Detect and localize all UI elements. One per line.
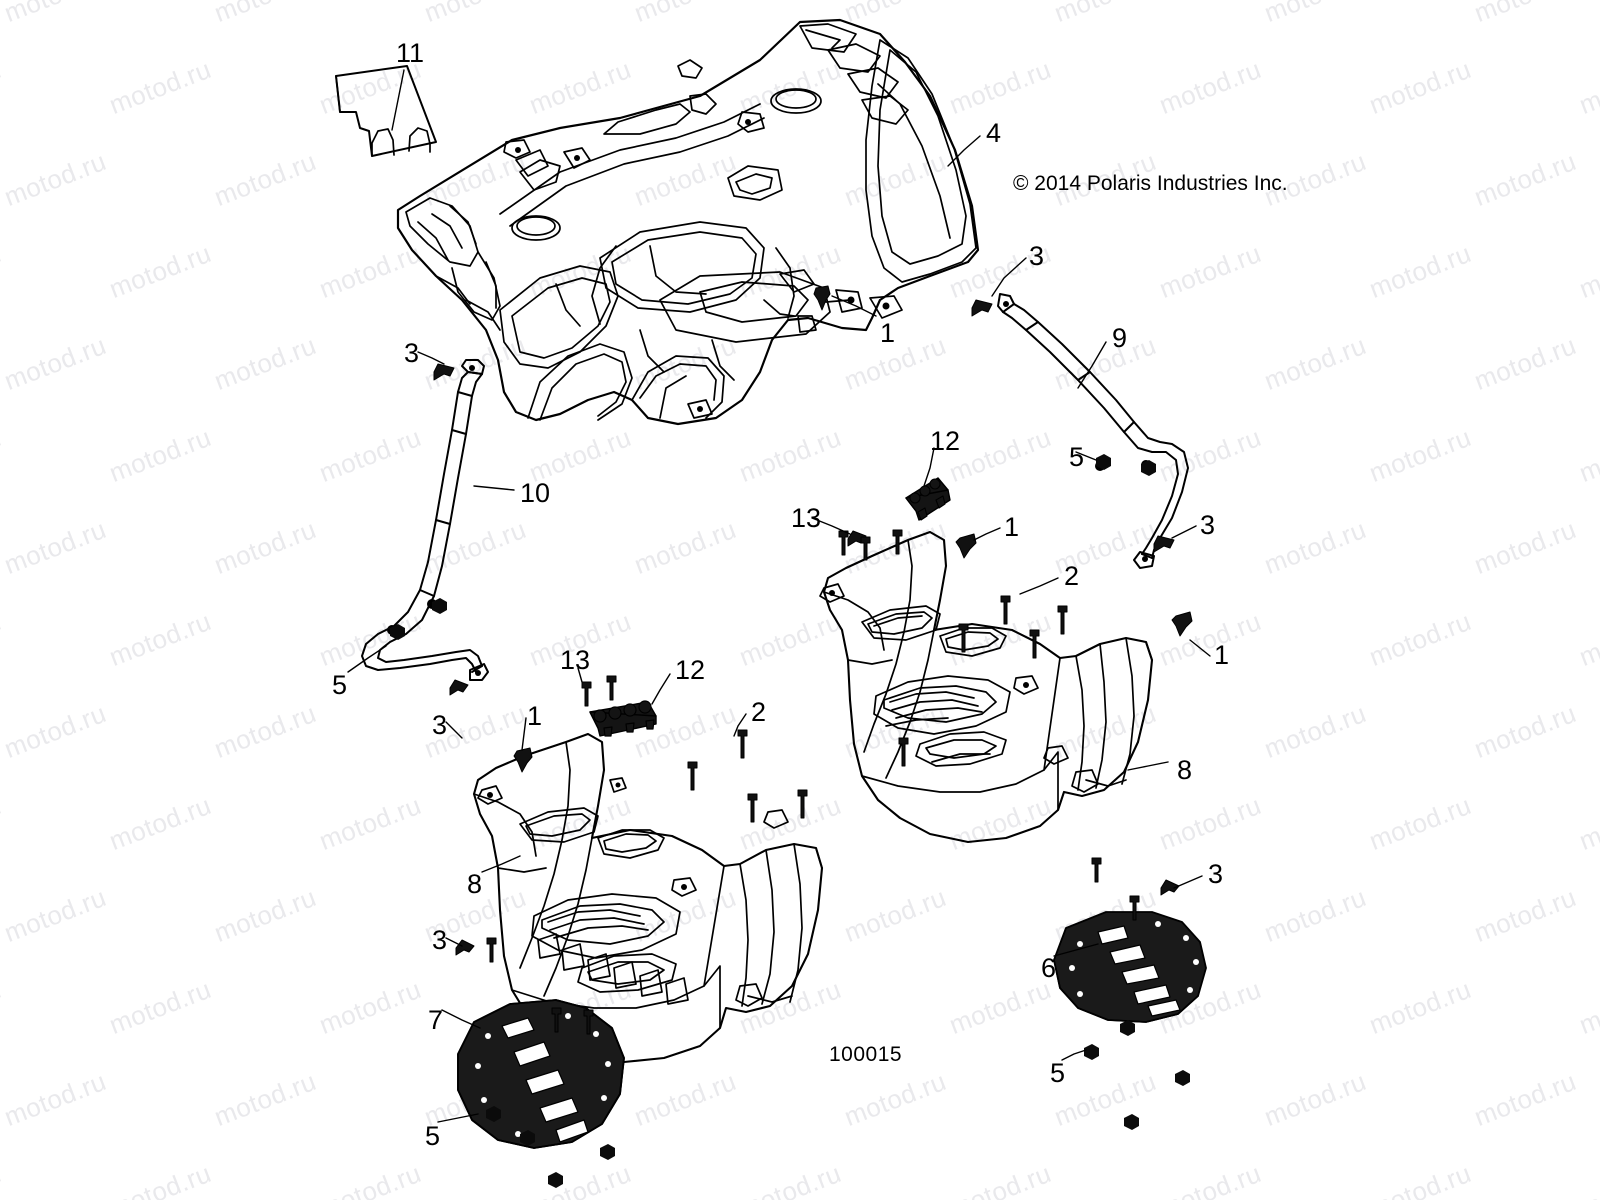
drawing-number: 100015	[829, 1043, 903, 1066]
callout-8: 8	[1177, 755, 1193, 785]
callout-2: 2	[751, 697, 767, 727]
callout-1: 1	[527, 701, 543, 731]
callout-5: 5	[1069, 442, 1085, 472]
callout-10: 10	[520, 478, 551, 508]
callout-8: 8	[467, 869, 483, 899]
callout-13: 13	[560, 645, 591, 675]
callout-12: 12	[930, 426, 961, 456]
callout-9: 9	[1112, 323, 1128, 353]
fastener-group-3-small-screws	[433, 299, 1180, 1035]
callout-3: 3	[432, 925, 448, 955]
part-12-fastener-rail-right	[905, 477, 951, 521]
callout-12: 12	[675, 655, 706, 685]
part-12-fastener-rail-left	[589, 700, 657, 737]
fastener-group-1-push-pins	[513, 285, 1193, 773]
part-8-footwell-right	[819, 530, 1154, 844]
callout-5: 5	[332, 670, 348, 700]
part-8-footwell-left	[472, 732, 824, 1064]
callout-3: 3	[1208, 859, 1224, 889]
copyright-notice: © 2014 Polaris Industries Inc.	[1013, 172, 1288, 195]
fastener-group-2-screws	[687, 595, 1068, 823]
callout-6: 6	[1041, 953, 1057, 983]
part-11-splash-shield	[335, 65, 437, 157]
callout-3: 3	[404, 338, 420, 368]
callout-5: 5	[1050, 1058, 1066, 1088]
callout-7: 7	[428, 1005, 444, 1035]
callout-5: 5	[425, 1121, 441, 1151]
callout-1: 1	[1214, 640, 1230, 670]
callout-4: 4	[986, 118, 1002, 148]
callout-13: 13	[791, 503, 822, 533]
fastener-group-13-rail-screws	[860, 536, 871, 561]
callout-2: 2	[1064, 561, 1080, 591]
callout-3: 3	[1029, 241, 1045, 271]
callout-1: 1	[880, 318, 896, 348]
leader-lines	[347, 69, 1211, 1123]
part-6-floor-mat-right	[1053, 911, 1207, 1023]
callout-3: 3	[432, 710, 448, 740]
fastener-group-5-nuts	[390, 454, 1190, 1188]
part-4-rear-cab-fender	[396, 18, 980, 426]
callout-3: 3	[1200, 510, 1216, 540]
callout-1: 1	[1004, 512, 1020, 542]
callout-11: 11	[396, 38, 425, 68]
